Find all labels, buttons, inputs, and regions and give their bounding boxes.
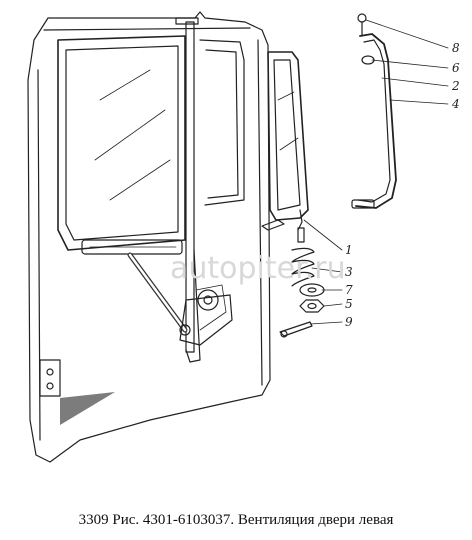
window-regulator xyxy=(127,252,233,346)
door-window-glass xyxy=(57,35,186,251)
watermark-text: autopiter.ru xyxy=(170,251,346,286)
door-ventilation-diagram: autopiter.ru 8 6 2 4 1 3 7 5 9 xyxy=(27,11,460,463)
door-panel xyxy=(27,11,271,463)
door-window-frame xyxy=(199,39,245,206)
glass-guide-rail xyxy=(175,17,201,363)
vent-frame-part-2-4 xyxy=(351,33,397,209)
callout-label-4: 4 xyxy=(451,97,460,111)
callout-label-3: 3 xyxy=(345,265,353,279)
screw-part-8 xyxy=(357,13,367,37)
callout-label-1: 1 xyxy=(345,243,353,257)
callout-label-6: 6 xyxy=(452,61,460,75)
callout-leaders xyxy=(303,19,449,325)
callout-label-2: 2 xyxy=(451,79,460,93)
callout-label-8: 8 xyxy=(452,41,460,55)
nut-part-5 xyxy=(299,299,325,313)
vent-glass xyxy=(261,51,309,231)
key-part-9 xyxy=(279,321,313,338)
callout-label-5: 5 xyxy=(345,297,353,311)
callout-label-7: 7 xyxy=(345,283,353,297)
spring-part-3 xyxy=(291,247,315,287)
door-lower-bracket xyxy=(39,359,61,397)
door-bottom-seal xyxy=(60,392,115,425)
callout-label-9: 9 xyxy=(345,315,353,329)
pivot-pin xyxy=(297,227,305,243)
figure-caption: 3309 Рис. 4301-6103037. Вентиляция двери… xyxy=(78,512,394,528)
